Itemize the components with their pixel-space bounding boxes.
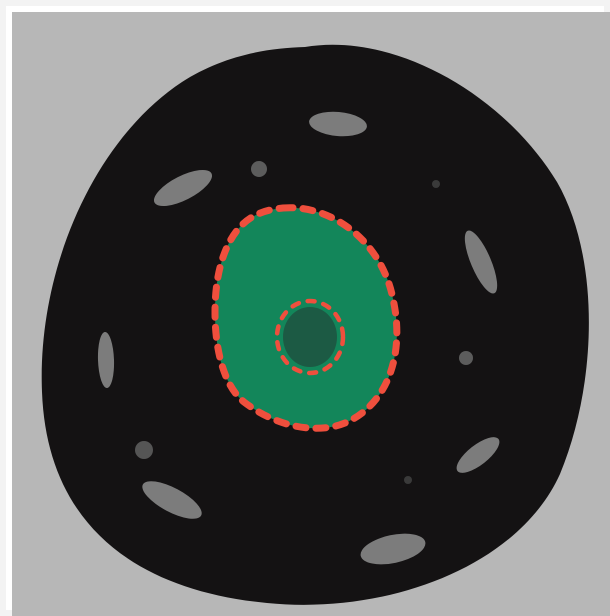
cell-illustration	[12, 12, 610, 616]
gray-speck	[459, 351, 473, 365]
gray-speck	[135, 441, 153, 459]
gray-speck	[432, 180, 440, 188]
inner-dark-green-core	[283, 307, 337, 367]
gray-speck	[251, 161, 267, 177]
image-canvas	[12, 12, 610, 616]
gray-speck	[404, 476, 412, 484]
